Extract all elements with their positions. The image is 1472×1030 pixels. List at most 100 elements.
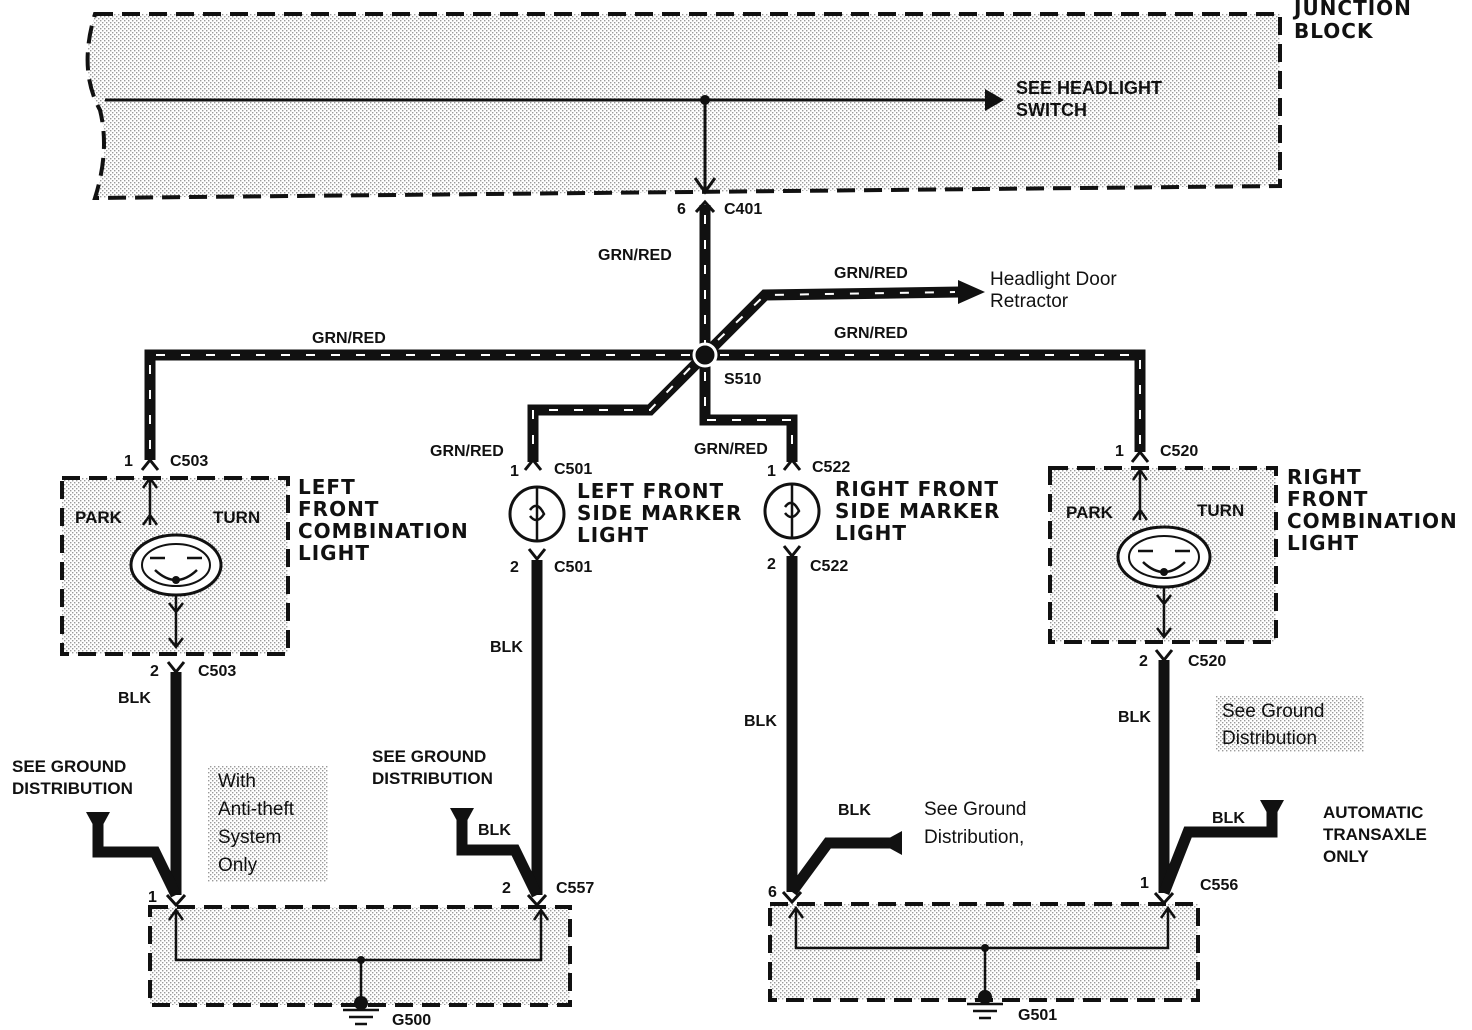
left-combo-park: PARK xyxy=(75,508,123,527)
c556-pin-6: 6 xyxy=(768,884,777,901)
headlight-switch-ref: SEE HEADLIGHT xyxy=(1016,78,1162,98)
c557-pin-1: 1 xyxy=(148,889,157,906)
left-combination-light xyxy=(60,475,290,656)
antitheft-note-2: Anti-theft xyxy=(218,799,295,820)
left-combo-label-3: COMBINATION xyxy=(298,519,469,543)
wire-label-blk-gd-left: BLK xyxy=(478,822,511,839)
g501-ground-block xyxy=(768,890,1200,1020)
see-ground-left: SEE GROUND xyxy=(12,757,126,776)
c522-top-connector xyxy=(782,457,802,471)
see-ground-far-2: Distribution xyxy=(1222,728,1317,749)
see-ground-mid: SEE GROUND xyxy=(372,747,486,766)
left-marker-label-3: LIGHT xyxy=(577,523,649,547)
wire-label-blk-lsm: BLK xyxy=(490,639,523,656)
antitheft-note-1: With xyxy=(218,771,256,792)
g500-label: G500 xyxy=(392,1012,431,1029)
right-combo-label-2: FRONT xyxy=(1287,487,1368,511)
c501-bot-label: C501 xyxy=(554,559,592,576)
wire-label-grn-red-lsm: GRN/RED xyxy=(430,443,504,460)
c401-pin: 6 xyxy=(677,201,686,218)
wire-label-grn-red-retractor: GRN/RED xyxy=(834,265,908,282)
left-marker-label-1: LEFT FRONT xyxy=(577,479,724,503)
see-ground-right: See Ground xyxy=(924,799,1026,820)
c501-top-label: C501 xyxy=(554,461,592,478)
wire-label-grn-red-right: GRN/RED xyxy=(834,325,908,342)
g501-label: G501 xyxy=(1018,1007,1057,1024)
left-combo-label-4: LIGHT xyxy=(298,541,370,565)
c503-bot-pin: 2 xyxy=(150,663,159,680)
antitheft-note-3: System xyxy=(218,827,281,848)
antitheft-note-4: Only xyxy=(218,855,258,876)
junction-block xyxy=(85,12,1282,201)
right-marker-label-1: RIGHT FRONT xyxy=(835,477,999,501)
see-ground-far: See Ground xyxy=(1222,701,1324,722)
c522-bot-pin: 2 xyxy=(767,556,776,573)
wire-label-blk-right-combo: BLK xyxy=(1118,709,1151,726)
c522-top-label: C522 xyxy=(812,459,850,476)
right-side-marker-light xyxy=(763,482,821,540)
right-combo-label-1: RIGHT xyxy=(1287,465,1362,489)
wire-label-grn-red-main: GRN/RED xyxy=(598,247,672,264)
c503-bot-label: C503 xyxy=(198,663,236,680)
right-combination-light xyxy=(1048,466,1278,644)
left-side-marker-light xyxy=(508,485,566,543)
s510-splice xyxy=(692,342,718,368)
c520-bot-connector xyxy=(1154,649,1174,663)
s510-label: S510 xyxy=(724,371,761,388)
wire-label-blk-auto: BLK xyxy=(1212,810,1245,827)
c556-label: C556 xyxy=(1200,877,1238,894)
left-combo-label-1: LEFT xyxy=(298,475,356,499)
g500-ground-block xyxy=(148,893,572,1026)
wire-label-grn-red-rsm: GRN/RED xyxy=(694,441,768,458)
c522-top-pin: 1 xyxy=(767,463,776,480)
c520-bot-pin: 2 xyxy=(1139,653,1148,670)
c401-label: C401 xyxy=(724,201,762,218)
left-combo-turn: TURN xyxy=(213,508,260,527)
headlight-switch-ref-2: SWITCH xyxy=(1016,100,1087,120)
c522-bot-connector xyxy=(782,545,802,559)
c557-label: C557 xyxy=(556,880,594,897)
c503-bot-connector xyxy=(166,661,186,675)
c503-top-label: C503 xyxy=(170,453,208,470)
right-marker-label-3: LIGHT xyxy=(835,521,907,545)
c501-bot-pin: 2 xyxy=(510,559,519,576)
c520-bot-label: C520 xyxy=(1188,653,1226,670)
right-combo-label-4: LIGHT xyxy=(1287,531,1359,555)
junction-block-label-2: BLOCK xyxy=(1294,19,1374,43)
c520-top-pin: 1 xyxy=(1115,443,1124,460)
antitheft-note-bg xyxy=(208,766,328,882)
wire-label-blk-left-combo: BLK xyxy=(118,690,151,707)
c501-bot-connector xyxy=(527,548,547,562)
blk-wires xyxy=(86,556,1284,898)
left-marker-label-2: SIDE MARKER xyxy=(577,501,742,525)
junction-block-label: JUNCTION xyxy=(1292,0,1412,20)
see-ground-right-2: Distribution, xyxy=(924,827,1024,848)
right-combo-park: PARK xyxy=(1066,503,1114,522)
c520-top-connector xyxy=(1130,449,1150,463)
wire-label-grn-red-left: GRN/RED xyxy=(312,330,386,347)
c501-top-connector xyxy=(523,457,543,471)
right-combo-turn: TURN xyxy=(1197,501,1244,520)
c501-top-pin: 1 xyxy=(510,463,519,480)
see-ground-far-bg xyxy=(1216,696,1364,752)
c401-connector xyxy=(694,199,716,214)
c522-bot-label: C522 xyxy=(810,558,848,575)
automatic-transaxle-note-3: ONLY xyxy=(1323,847,1369,866)
retractor-label: Headlight Door xyxy=(990,269,1117,290)
grn-red-wires xyxy=(144,205,1146,462)
wire-label-blk-rsm: BLK xyxy=(744,713,777,730)
left-combo-label-2: FRONT xyxy=(298,497,379,521)
c557-pin-2: 2 xyxy=(502,880,511,897)
automatic-transaxle-note-2: TRANSAXLE xyxy=(1323,825,1427,844)
right-combo-label-3: COMBINATION xyxy=(1287,509,1458,533)
right-marker-label-2: SIDE MARKER xyxy=(835,499,1000,523)
see-ground-mid-2: DISTRIBUTION xyxy=(372,769,493,788)
see-ground-left-2: DISTRIBUTION xyxy=(12,779,133,798)
c503-top-pin: 1 xyxy=(124,453,133,470)
c556-pin-1: 1 xyxy=(1140,875,1149,892)
retractor-label-2: Retractor xyxy=(990,291,1069,312)
c520-top-label: C520 xyxy=(1160,443,1198,460)
wire-label-blk-gd-right: BLK xyxy=(838,802,871,819)
automatic-transaxle-note: AUTOMATIC xyxy=(1323,803,1423,822)
